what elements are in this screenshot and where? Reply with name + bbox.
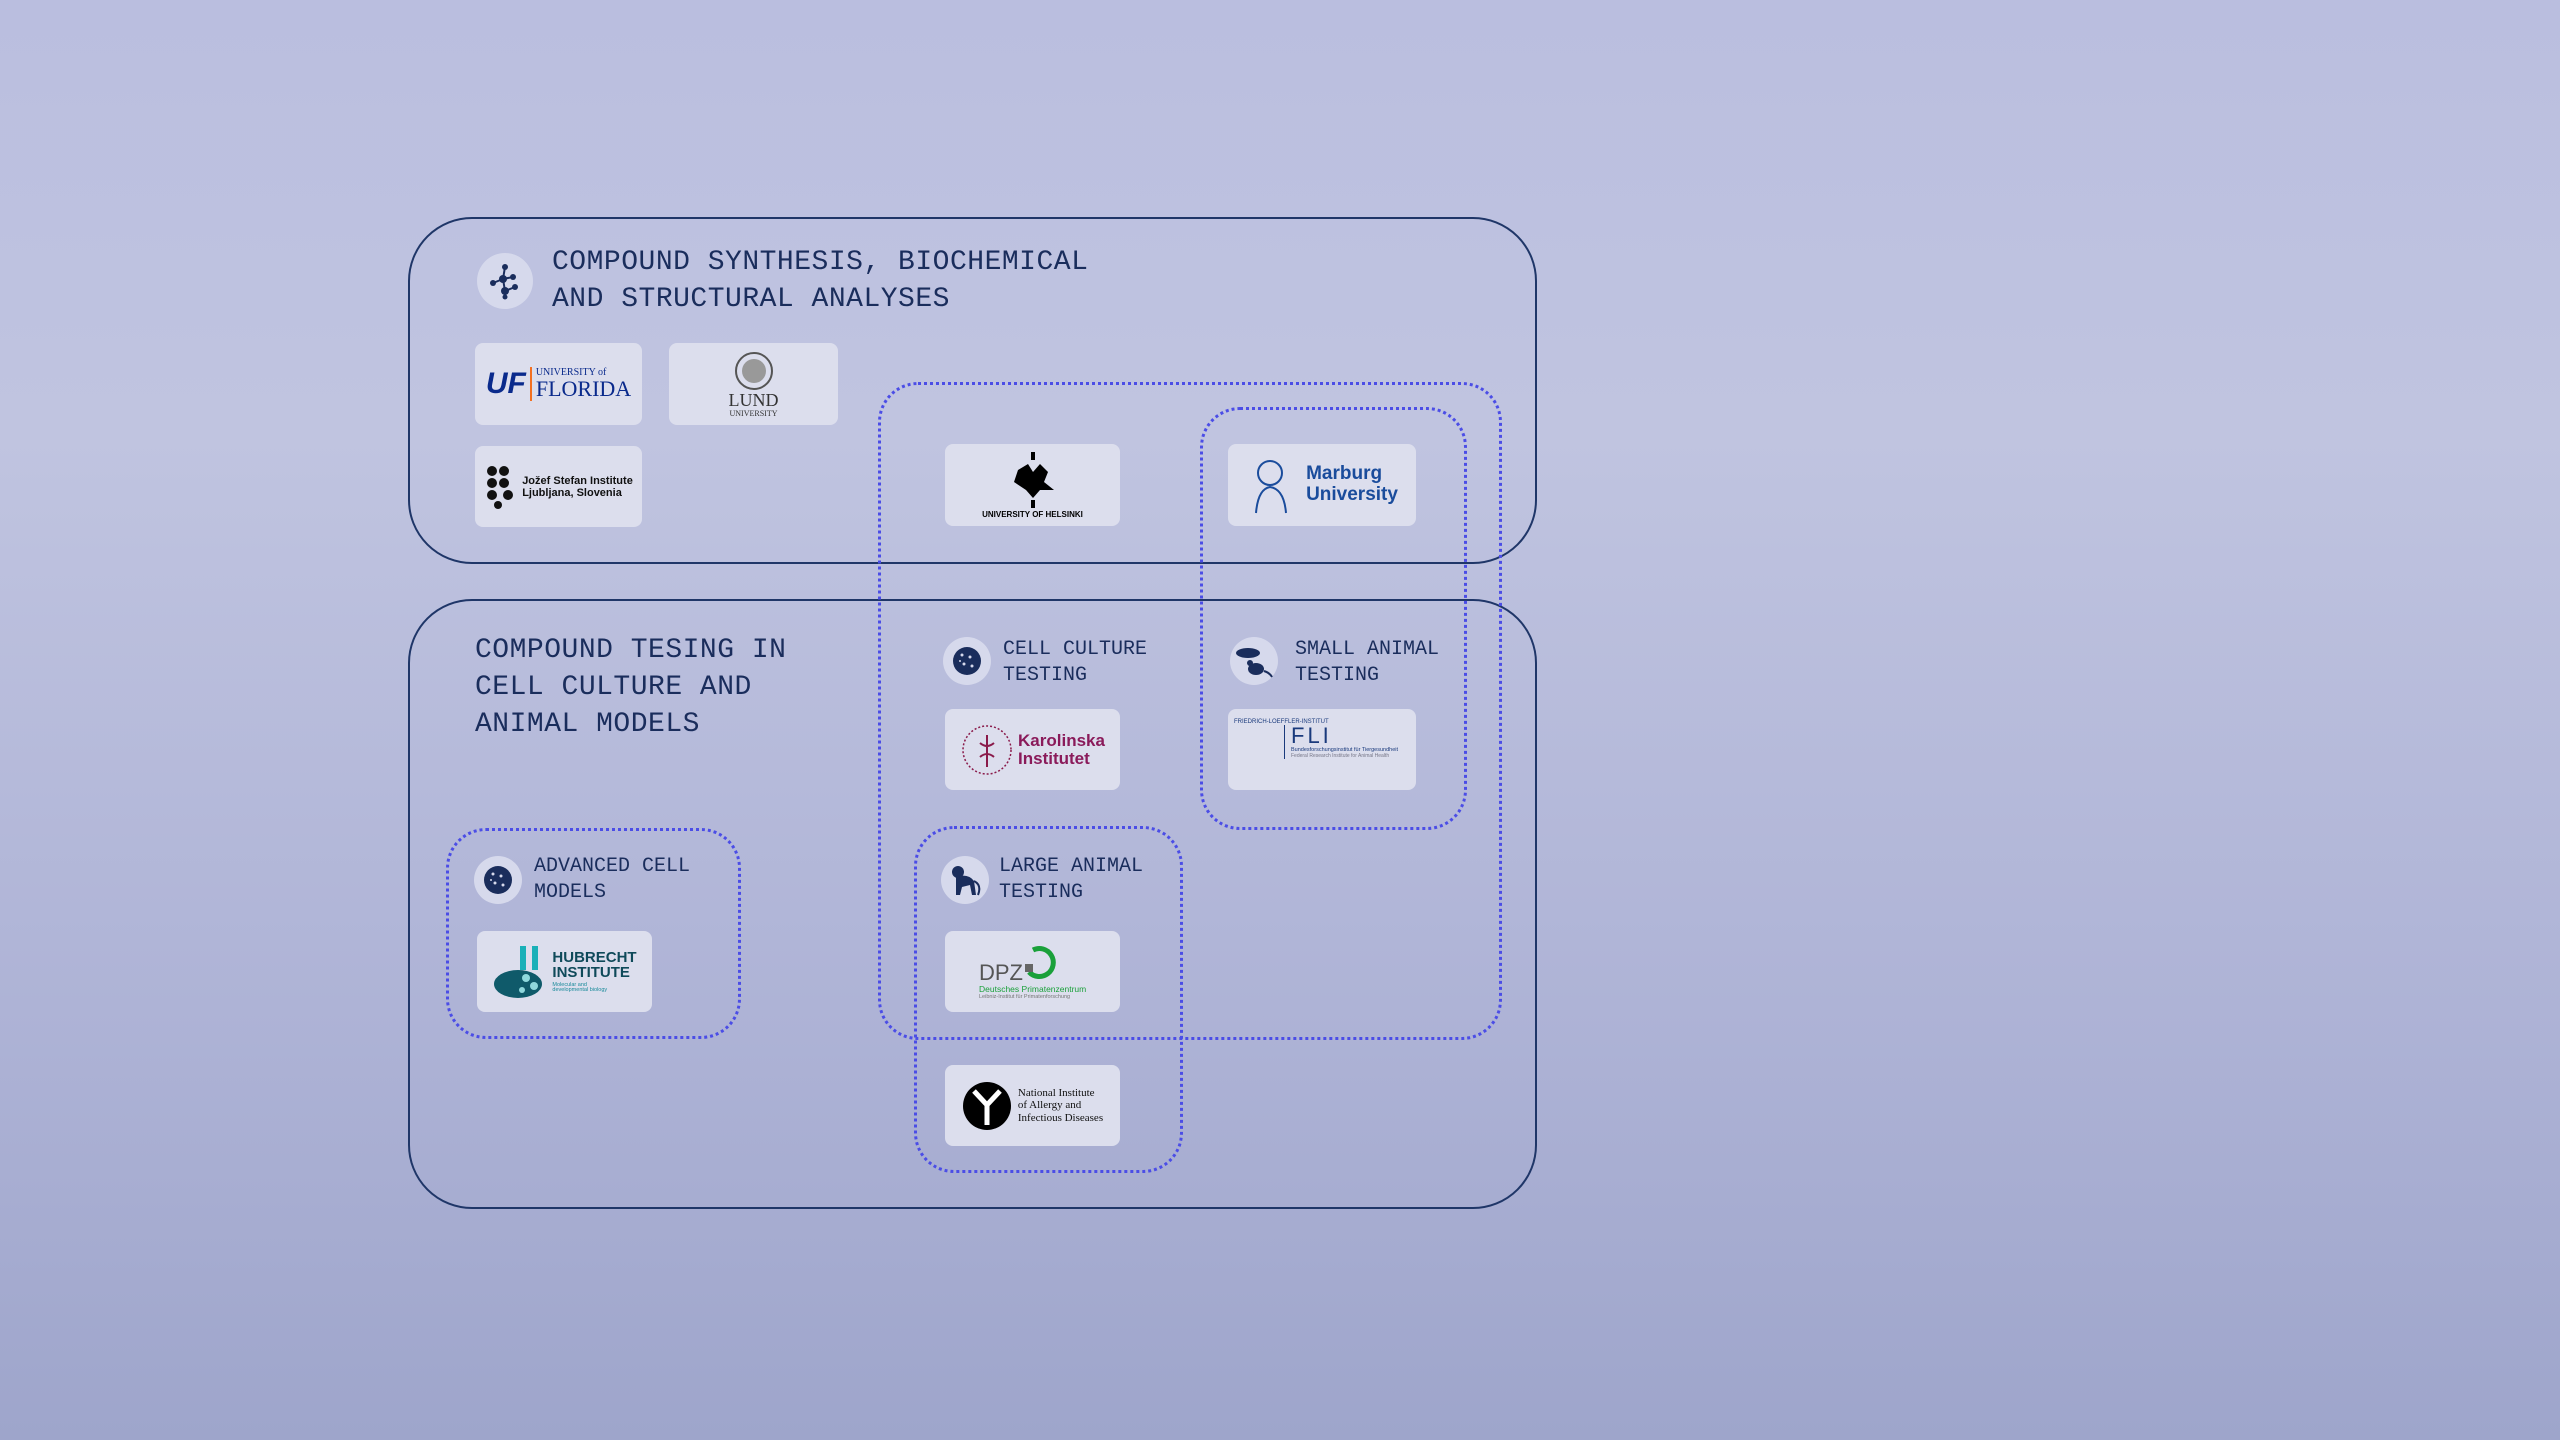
dpz-line1: Deutsches Primatenzentrum xyxy=(979,983,1087,994)
lund-line1: LUND xyxy=(728,389,779,410)
karolinska-line2: Institutet xyxy=(1018,748,1090,768)
jsi-dots-icon xyxy=(487,465,514,509)
cell-culture-region xyxy=(878,382,1502,1040)
logo-friedrich-loeffler-institut: FRIEDRICH-LOEFFLER-INSTITUT FLI Bundesfo… xyxy=(1228,709,1416,790)
lund-line2: UNIVERSITY xyxy=(729,408,778,418)
advanced-cell-title: ADVANCED CELL MODELS xyxy=(534,855,691,904)
cell-culture-title: CELL CULTURE TESTING xyxy=(1003,638,1148,687)
uf-line2: FLORIDA xyxy=(535,376,632,401)
logo-university-of-helsinki: UNIVERSITY OF HELSINKI xyxy=(945,444,1120,526)
molecule-icon xyxy=(477,253,533,309)
niaid-line3: Infectious Diseases xyxy=(1017,1111,1104,1124)
uf-line1: UNIVERSITY of xyxy=(535,367,607,378)
karolinska-seal-icon xyxy=(962,724,1012,775)
marburg-line2: University xyxy=(1306,484,1398,505)
karolinska-line1: Karolinska xyxy=(1018,730,1105,750)
niaid-antibody-icon xyxy=(962,1081,1011,1130)
testing-group xyxy=(408,599,1537,1209)
cell-icon xyxy=(474,856,522,904)
uf-mark: UF xyxy=(486,367,532,401)
dpz-mark: DPZ xyxy=(979,959,1023,985)
hubrecht-line3: Molecular and developmental biology xyxy=(552,981,608,993)
large-animal-region xyxy=(914,826,1183,1173)
hubrecht-line1: HUBRECHT xyxy=(552,948,637,966)
marburg-line1: Marburg xyxy=(1306,463,1383,485)
niaid-line2: of Allergy and xyxy=(1017,1099,1082,1112)
jsi-line2: Ljubljana, Slovenia xyxy=(522,486,622,499)
niaid-line1: National Institute xyxy=(1017,1087,1095,1100)
monkey-icon xyxy=(941,856,989,904)
jsi-line1: Jožef Stefan Institute xyxy=(522,474,633,487)
logo-deutsches-primatenzentrum: DPZ Deutsches Primatenzentrum Leibniz-In… xyxy=(945,931,1120,1012)
dpz-line2: Leibniz-Institut für Primatenforschung xyxy=(979,993,1071,1000)
synthesis-group xyxy=(408,217,1537,564)
advanced-cell-region xyxy=(446,828,741,1039)
fli-line2: Federal Research Institute for Animal He… xyxy=(1291,753,1390,759)
testing-title: COMPOUND TESING IN CELL CULTURE AND ANIM… xyxy=(475,635,787,740)
hubrecht-mark-icon xyxy=(494,945,543,998)
fli-line1: Bundesforschungsinstitut für Tiergesundh… xyxy=(1291,747,1399,753)
fli-top: FRIEDRICH-LOEFFLER-INSTITUT xyxy=(1234,719,1329,725)
small-animal-title: SMALL ANIMAL TESTING xyxy=(1295,638,1440,687)
fli-mark: FLI xyxy=(1291,723,1332,748)
helsinki-name: UNIVERSITY OF HELSINKI xyxy=(982,509,1083,519)
large-animal-title: LARGE ANIMAL TESTING xyxy=(999,855,1144,904)
small-animal-region xyxy=(1200,407,1467,830)
hubrecht-line2: INSTITUTE xyxy=(552,963,630,981)
rodent-icon xyxy=(1230,637,1278,685)
dpz-ring-icon xyxy=(1025,945,1056,979)
cell-icon xyxy=(943,637,991,685)
synthesis-title: COMPOUND SYNTHESIS, BIOCHEMICAL AND STRU… xyxy=(552,247,1089,315)
lund-seal-icon xyxy=(734,351,773,390)
helsinki-flame-icon xyxy=(1013,451,1054,508)
marburg-portrait-icon xyxy=(1255,460,1288,514)
